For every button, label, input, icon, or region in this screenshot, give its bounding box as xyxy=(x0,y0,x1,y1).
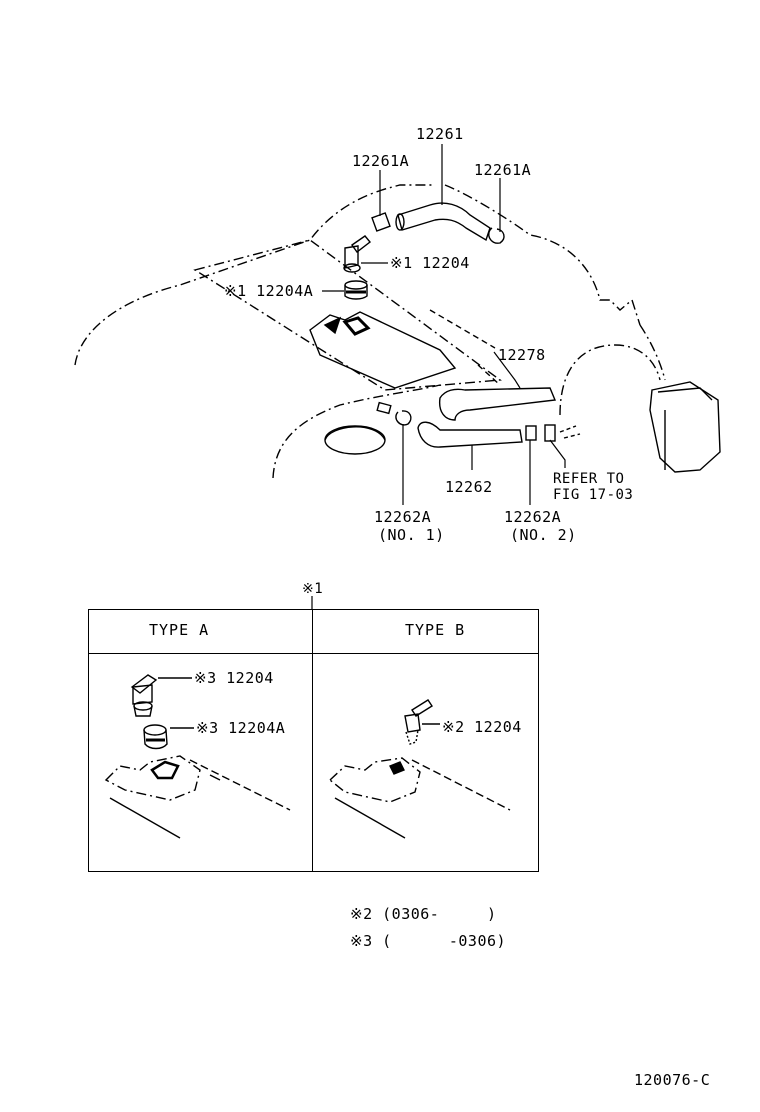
type-a-illustration xyxy=(104,674,291,839)
diagram-id: 120076-C xyxy=(634,1071,711,1089)
label-12262: 12262 xyxy=(445,478,493,496)
label-type-b-valve: ※2 12204 xyxy=(442,718,522,736)
type-a-header: TYPE A xyxy=(149,621,210,639)
clamp-12261a-right xyxy=(488,227,505,244)
clamp-12262a-no2 xyxy=(525,424,581,442)
label-12261a-left: 12261A xyxy=(352,152,410,170)
label-12278: 12278 xyxy=(498,346,546,364)
engine-outline xyxy=(74,184,666,479)
label-refer-line2: FIG 17-03 xyxy=(553,487,634,503)
table-header-divider xyxy=(89,653,538,654)
label-type-a-grommet: ※3 12204A xyxy=(196,719,286,737)
label-refer-line1: REFER TO xyxy=(553,471,625,487)
type-b-illustration xyxy=(328,699,511,839)
table-column-divider xyxy=(312,610,313,871)
grommet-main xyxy=(344,280,368,300)
leader-lines xyxy=(322,144,566,505)
label-12262a-no1: 12262A xyxy=(374,508,432,526)
label-type-a-valve: ※3 12204 xyxy=(194,669,274,687)
label-grommet: ※1 12204A xyxy=(224,282,314,300)
label-12262a-no2: 12262A xyxy=(504,508,562,526)
type-b-header: TYPE B xyxy=(405,621,466,639)
note-3: ※3 ( -0306) xyxy=(350,932,507,950)
label-12262a-no2-note: (NO. 2) xyxy=(510,526,577,544)
oil-filler-cap xyxy=(324,425,386,455)
label-12261: 12261 xyxy=(416,125,464,143)
cylinder-head-cover xyxy=(193,239,502,391)
label-12261a-right: 12261A xyxy=(474,161,532,179)
hose-12278 xyxy=(438,387,557,421)
clamp-12261a-left xyxy=(371,212,391,232)
inset-marker: ※1 xyxy=(302,581,324,597)
clamp-12262a-no1 xyxy=(376,401,412,426)
label-12262a-no1-note: (NO. 1) xyxy=(378,526,445,544)
label-pcv-valve: ※1 12204 xyxy=(390,254,470,272)
air-cleaner xyxy=(559,344,721,473)
pcv-valve-main xyxy=(343,235,372,273)
hose-12261 xyxy=(395,202,491,242)
type-comparison-table: TYPE A TYPE B xyxy=(88,609,539,872)
note-2: ※2 (0306- ) xyxy=(350,905,497,923)
hose-12262 xyxy=(417,421,523,448)
